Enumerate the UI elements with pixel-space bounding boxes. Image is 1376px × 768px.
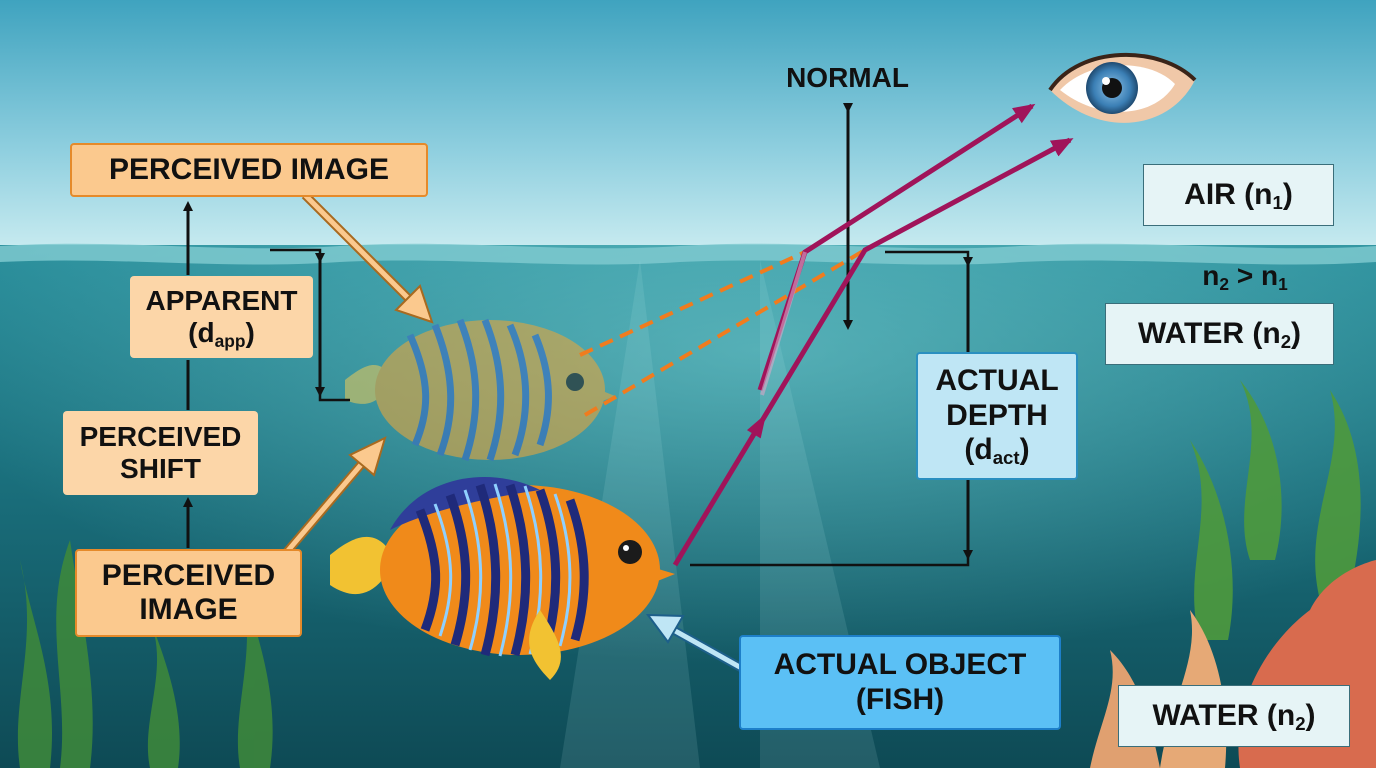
normal-label: NORMAL <box>786 61 909 93</box>
callout-arrow-actual-object <box>645 613 748 674</box>
perceived-shift-label: PERCEIVED SHIFT <box>63 411 258 495</box>
apparent-depth-label: APPARENT (dapp) <box>130 276 313 358</box>
seaweed-left-icon <box>17 540 273 768</box>
air-label: AIR (n1) <box>1143 164 1334 226</box>
callout-arrow-perceived-top <box>301 191 434 324</box>
angelfish-icon <box>330 477 675 680</box>
ray-mid-arrow <box>746 413 767 439</box>
refractive-index-relation: n2 > n1 <box>1202 259 1288 294</box>
water-surface <box>0 243 1376 265</box>
light-ray-lower <box>672 137 1074 567</box>
perceived-image-bottom-label: PERCEIVED IMAGE <box>75 549 302 637</box>
virtual-ray-upper <box>579 250 806 357</box>
faint-ray-reflection <box>760 251 807 396</box>
actual-object-label: ACTUAL OBJECT (FISH) <box>739 635 1061 730</box>
virtual-ray-lower <box>583 248 867 417</box>
callout-arrow-perceived-bottom <box>276 436 387 563</box>
eye-icon <box>1048 53 1197 123</box>
angelfish-image-icon <box>345 318 615 462</box>
water-bottom-label: WATER (n2) <box>1118 685 1350 747</box>
seaweed-right-icon <box>1190 380 1361 640</box>
actual-depth-label: ACTUAL DEPTH (dact) <box>916 352 1078 480</box>
water-top-label: WATER (n2) <box>1105 303 1334 365</box>
perceived-image-top-label: PERCEIVED IMAGE <box>70 143 428 197</box>
